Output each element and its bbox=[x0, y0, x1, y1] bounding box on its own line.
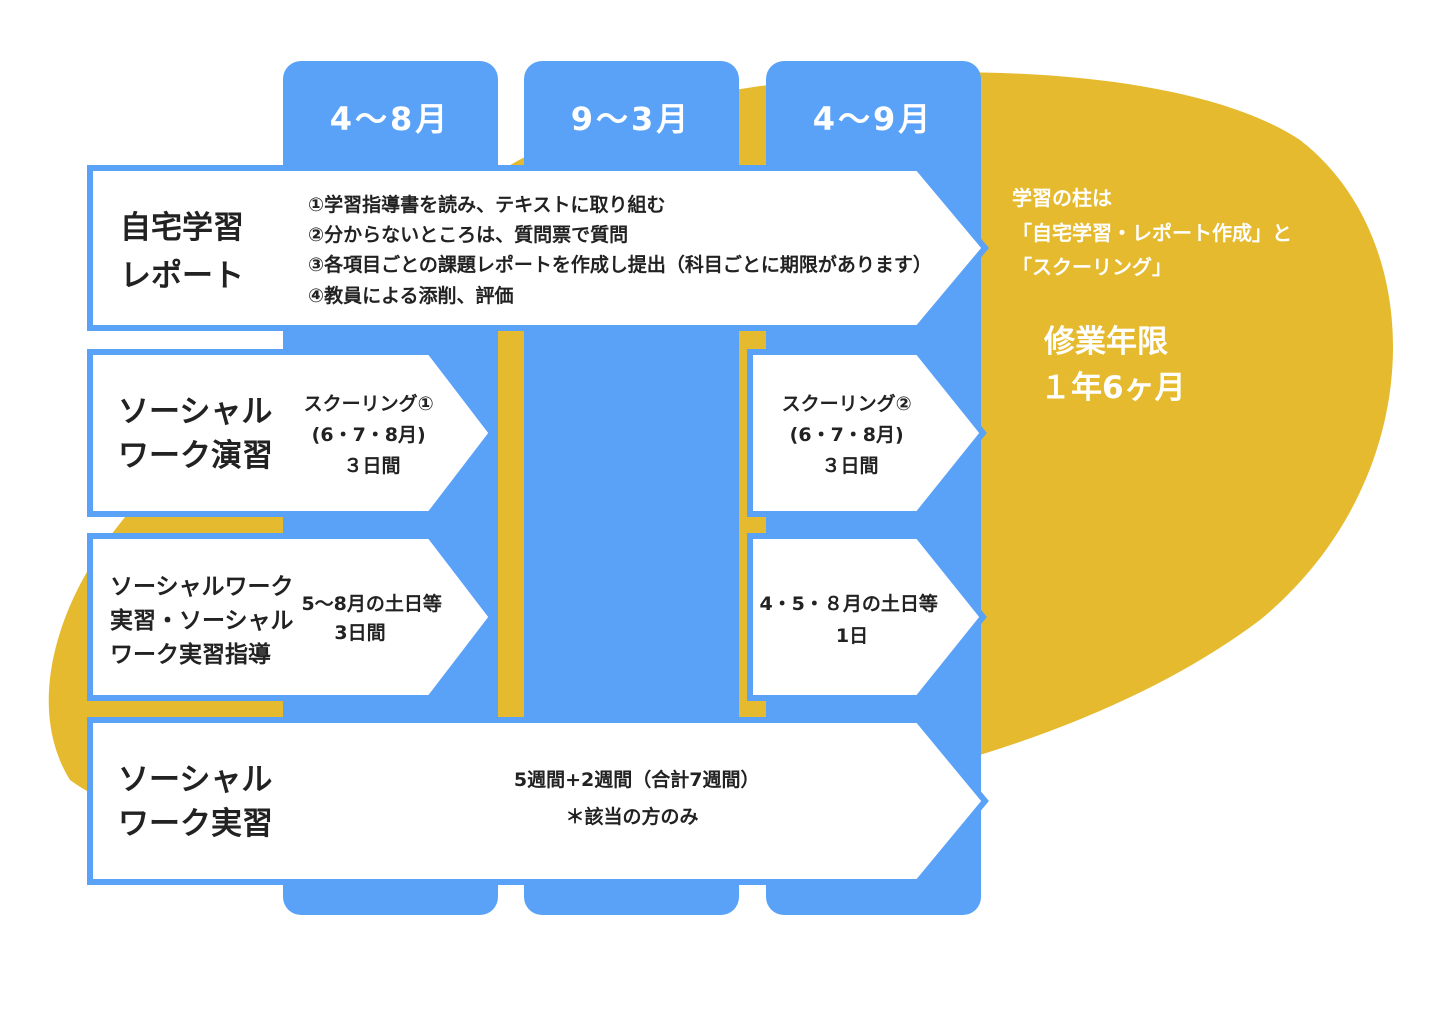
sw-guidance-title: ソーシャルワーク 実習・ソーシャル ワーク実習指導 bbox=[110, 574, 302, 668]
row-sw-practice-guidance: ソーシャルワーク 実習・ソーシャル ワーク実習指導 5～8月の土日等 3日間 4… bbox=[87, 533, 987, 701]
home-study-title: 自宅学習 レポート bbox=[120, 210, 255, 294]
sw-guidance-period-2: 4・5・８月の土日等 1日 bbox=[759, 592, 944, 647]
sw-practice-detail: 5週間+2週間（合計7週間） ＊該当の方のみ bbox=[514, 768, 766, 828]
schooling-2-text: スクーリング② (6・7・8月) ３日間 bbox=[782, 392, 919, 477]
home-study-steps: ①学習指導書を読み、テキストに取り組む ②分からないところは、質問票で質問 ③各… bbox=[308, 193, 939, 307]
column-header-3: 4～9月 bbox=[813, 100, 934, 138]
schooling-1-text: スクーリング① (6・7・8月) ３日間 bbox=[304, 392, 441, 477]
row-home-study: 自宅学習 レポート ①学習指導書を読み、テキストに取り組む ②分からないところは… bbox=[87, 165, 989, 331]
home-study-arrow bbox=[87, 165, 989, 331]
sw-practice-arrow bbox=[87, 717, 989, 885]
pillars-text: 学習の柱は 「自宅学習・レポート作成」と 「スクーリング」 bbox=[1012, 186, 1299, 279]
sw-practice-title: ソーシャル ワーク実習 bbox=[118, 762, 283, 842]
row-sw-exercise: ソーシャル ワーク演習 スクーリング① (6・7・8月) ３日間 スクーリング②… bbox=[87, 349, 987, 517]
sw-guidance-arrow-2 bbox=[747, 533, 987, 701]
sw-exercise-arrow-2 bbox=[747, 349, 987, 517]
row-sw-practice: ソーシャル ワーク実習 5週間+2週間（合計7週間） ＊該当の方のみ bbox=[87, 717, 989, 885]
sw-guidance-arrow-1 bbox=[87, 533, 496, 701]
column-header-1: 4～8月 bbox=[330, 100, 451, 138]
column-header-2: 9～3月 bbox=[571, 100, 692, 138]
duration-text: 修業年限 １年6ヶ月 bbox=[1040, 324, 1186, 406]
sw-exercise-title: ソーシャル ワーク演習 bbox=[118, 394, 283, 474]
sw-guidance-period-1: 5～8月の土日等 3日間 bbox=[301, 592, 448, 644]
sw-exercise-arrow-1 bbox=[87, 349, 496, 517]
